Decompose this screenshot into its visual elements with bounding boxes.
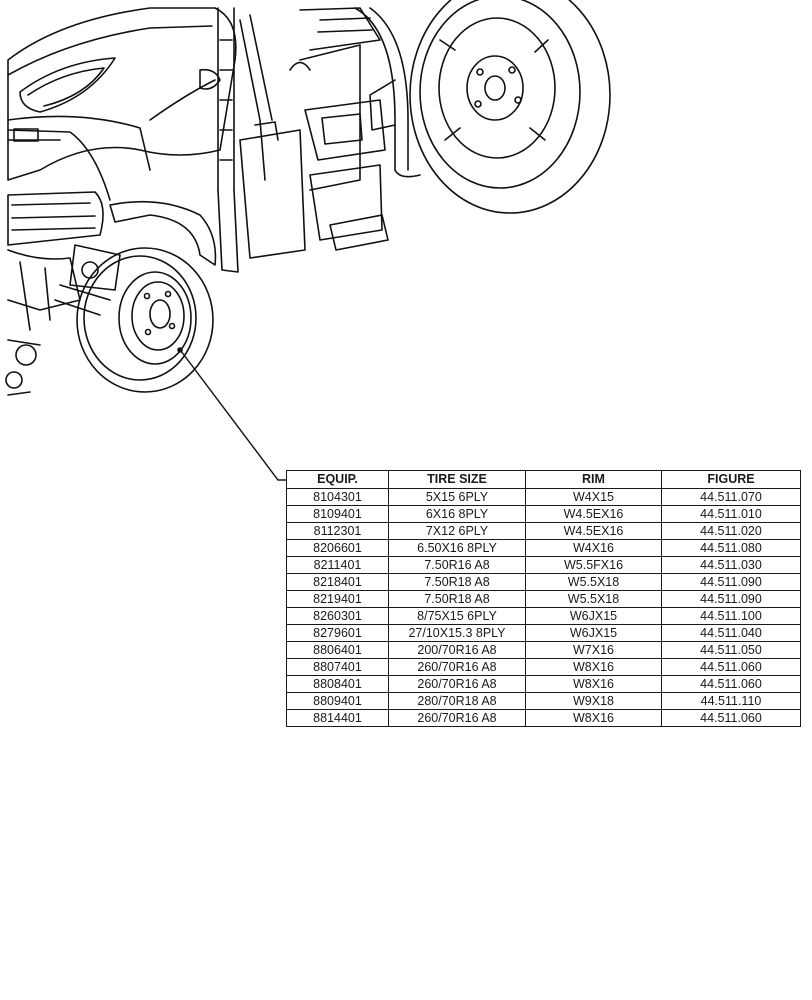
cell-rim: W4.5EX16 xyxy=(525,522,662,540)
header-equip: EQUIP. xyxy=(286,470,389,489)
cell-tire-size: 27/10X15.3 8PLY xyxy=(388,624,526,642)
cell-rim: W4.5EX16 xyxy=(525,505,662,523)
cell-equip: 8219401 xyxy=(286,590,389,608)
tractor-illustration xyxy=(5,0,611,396)
cell-figure: 44.511.110 xyxy=(661,692,801,710)
cell-figure: 44.511.090 xyxy=(661,590,801,608)
cell-rim: W4X15 xyxy=(525,488,662,506)
cell-rim: W5.5X18 xyxy=(525,573,662,591)
cell-figure: 44.511.010 xyxy=(661,505,801,523)
cell-figure: 44.511.060 xyxy=(661,675,801,693)
header-rim: RIM xyxy=(525,470,662,489)
hood xyxy=(7,7,237,201)
cell-equip: 8206601 xyxy=(286,539,389,557)
cell-figure: 44.511.050 xyxy=(661,641,801,659)
header-tire-size: TIRE SIZE xyxy=(388,470,526,489)
cell-equip: 8109401 xyxy=(286,505,389,523)
cell-equip: 8112301 xyxy=(286,522,389,540)
rear-wheel xyxy=(409,0,611,214)
cell-figure: 44.511.090 xyxy=(661,573,801,591)
cell-figure: 44.511.030 xyxy=(661,556,801,574)
cell-equip: 8104301 xyxy=(286,488,389,506)
cell-figure: 44.511.100 xyxy=(661,607,801,625)
cell-equip: 8211401 xyxy=(286,556,389,574)
cell-tire-size: 260/70R16 A8 xyxy=(388,658,526,676)
table-header-row: EQUIP. TIRE SIZE RIM FIGURE xyxy=(286,470,801,489)
cell-rim: W8X16 xyxy=(525,675,662,693)
cell-figure: 44.511.020 xyxy=(661,522,801,540)
cell-equip: 8809401 xyxy=(286,692,389,710)
cell-tire-size: 260/70R16 A8 xyxy=(388,675,526,693)
header-figure: FIGURE xyxy=(661,470,801,489)
cell-tire-size: 7.50R18 A8 xyxy=(388,590,526,608)
cell-equip: 8808401 xyxy=(286,675,389,693)
cell-rim: W8X16 xyxy=(525,658,662,676)
cell-figure: 44.511.080 xyxy=(661,539,801,557)
cell-tire-size: 7X12 6PLY xyxy=(388,522,526,540)
cell-tire-size: 7.50R16 A8 xyxy=(388,556,526,574)
cell-equip: 8807401 xyxy=(286,658,389,676)
cell-equip: 8279601 xyxy=(286,624,389,642)
cell-figure: 44.511.040 xyxy=(661,624,801,642)
steering-column xyxy=(217,7,273,273)
cell-tire-size: 260/70R16 A8 xyxy=(388,709,526,727)
front-body xyxy=(5,191,104,396)
cell-rim: W8X16 xyxy=(525,709,662,727)
cell-tire-size: 280/70R18 A8 xyxy=(388,692,526,710)
cell-tire-size: 6.50X16 8PLY xyxy=(388,539,526,557)
cell-tire-size: 5X15 6PLY xyxy=(388,488,526,506)
cell-tire-size: 6X16 8PLY xyxy=(388,505,526,523)
cell-figure: 44.511.060 xyxy=(661,709,801,727)
front-wheel xyxy=(76,247,214,393)
cell-rim: W5.5X18 xyxy=(525,590,662,608)
cell-equip: 8814401 xyxy=(286,709,389,727)
cell-rim: W7X16 xyxy=(525,641,662,659)
step-platform xyxy=(239,7,389,259)
cell-equip: 8218401 xyxy=(286,573,389,591)
cell-rim: W6JX15 xyxy=(525,607,662,625)
cell-rim: W5.5FX16 xyxy=(525,556,662,574)
cell-equip: 8260301 xyxy=(286,607,389,625)
cell-tire-size: 7.50R18 A8 xyxy=(388,573,526,591)
cell-figure: 44.511.070 xyxy=(661,488,801,506)
cell-equip: 8806401 xyxy=(286,641,389,659)
cell-rim: W6JX15 xyxy=(525,624,662,642)
cell-figure: 44.511.060 xyxy=(661,658,801,676)
cell-rim: W4X16 xyxy=(525,539,662,557)
cell-rim: W9X18 xyxy=(525,692,662,710)
cell-tire-size: 8/75X15 6PLY xyxy=(388,607,526,625)
rear-fender xyxy=(354,7,421,178)
cell-tire-size: 200/70R16 A8 xyxy=(388,641,526,659)
